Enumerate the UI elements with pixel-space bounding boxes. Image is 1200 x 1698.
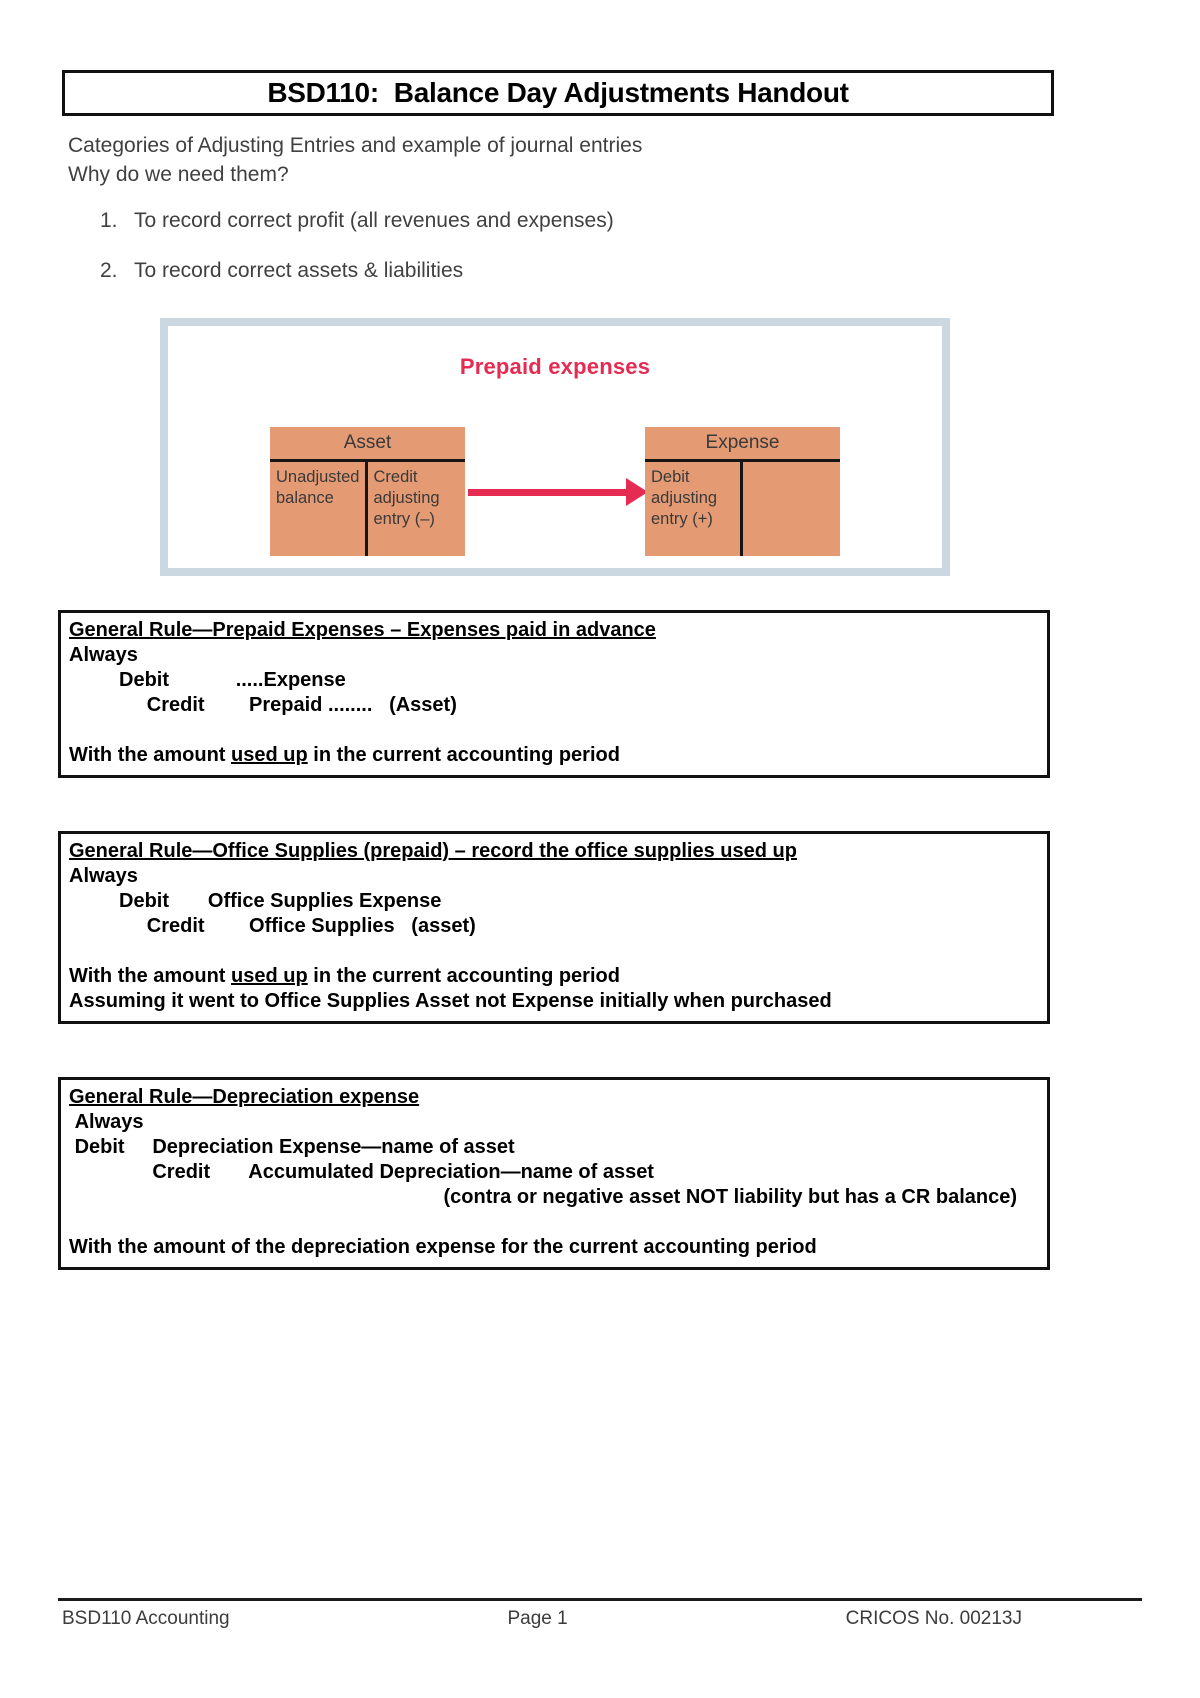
list-item-number: 2. xyxy=(100,259,118,282)
rule-line: Credit Office Supplies (asset) xyxy=(69,915,476,937)
rule-line xyxy=(69,939,1039,964)
intro-line-1: Categories of Adjusting Entries and exam… xyxy=(68,134,643,157)
rule-line: With the amount used up in the current a… xyxy=(69,744,620,766)
rule-heading: General Rule—Office Supplies (prepaid) –… xyxy=(69,840,797,862)
expense-t-account: Expense Debit adjusting entry (+) xyxy=(645,427,840,556)
list-item-number: 1. xyxy=(100,209,118,232)
adjustment-arrow xyxy=(468,478,648,506)
rule-line: Always xyxy=(69,1111,144,1133)
rule-line: With the amount of the depreciation expe… xyxy=(69,1236,817,1258)
asset-account-title: Asset xyxy=(270,427,465,462)
rule-boxes: General Rule—Prepaid Expenses – Expenses… xyxy=(58,610,1050,1323)
list-item: 2. To record correct assets & liabilities xyxy=(100,259,614,283)
rule-heading: General Rule—Depreciation expense xyxy=(69,1086,420,1108)
rule-line: Assuming it went to Office Supplies Asse… xyxy=(69,990,832,1012)
list-item-text: To record correct profit (all revenues a… xyxy=(134,209,614,232)
rule-line: Always xyxy=(69,644,138,666)
rule-box: General Rule—Prepaid Expenses – Expenses… xyxy=(58,610,1050,778)
expense-account-body: Debit adjusting entry (+) xyxy=(645,462,840,556)
intro-text: Categories of Adjusting Entries and exam… xyxy=(68,131,642,189)
rule-box: General Rule—Depreciation expense Always… xyxy=(58,1077,1050,1270)
asset-account-body: Unadjusted balance Credit adjusting entr… xyxy=(270,462,465,556)
asset-t-account: Asset Unadjusted balance Credit adjustin… xyxy=(270,427,465,556)
diagram-title: Prepaid expenses xyxy=(459,354,651,379)
arrow-head-icon xyxy=(626,478,648,506)
footer-page-number: Page 1 xyxy=(507,1608,568,1629)
rule-box: General Rule—Office Supplies (prepaid) –… xyxy=(58,831,1050,1024)
expense-account-title: Expense xyxy=(645,427,840,462)
list-item: 1. To record correct profit (all revenues… xyxy=(100,209,614,233)
rule-line: Credit Prepaid ........ (Asset) xyxy=(69,694,457,716)
rule-line: Always xyxy=(69,865,138,887)
footer-divider xyxy=(58,1598,1142,1601)
page-title-box: BSD110: Balance Day Adjustments Handout xyxy=(62,70,1054,116)
rule-heading: General Rule—Prepaid Expenses – Expenses… xyxy=(69,619,656,641)
rule-line: Credit Accumulated Depreciation—name of … xyxy=(69,1161,654,1183)
footer-cricos: CRICOS No. 00213J xyxy=(845,1608,1022,1629)
asset-debit-cell: Unadjusted balance xyxy=(270,462,368,556)
arrow-shaft xyxy=(468,489,626,496)
rule-line xyxy=(69,1210,1039,1235)
footer: BSD110 Accounting Page 1 CRICOS No. 0021… xyxy=(62,1608,1022,1630)
rule-line: Debit Depreciation Expense—name of asset xyxy=(69,1136,515,1158)
expense-credit-cell xyxy=(743,462,841,556)
footer-course: BSD110 Accounting xyxy=(62,1608,230,1629)
rule-line: Debit .....Expense xyxy=(69,669,346,691)
intro-line-2: Why do we need them? xyxy=(68,163,289,186)
diagram-panel: Prepaid expenses Asset Unadjusted balanc… xyxy=(160,318,950,576)
rule-line: Debit Office Supplies Expense xyxy=(69,890,442,912)
rule-line: (contra or negative asset NOT liability … xyxy=(443,1186,1017,1208)
list-item-text: To record correct assets & liabilities xyxy=(134,259,464,282)
page-title: BSD110: Balance Day Adjustments Handout xyxy=(267,77,849,108)
rule-line: With the amount used up in the current a… xyxy=(69,965,620,987)
asset-credit-cell: Credit adjusting entry (–) xyxy=(373,468,440,528)
expense-debit-cell: Debit adjusting entry (+) xyxy=(645,462,743,556)
numbered-list: 1. To record correct profit (all revenues… xyxy=(100,209,614,309)
rule-line xyxy=(69,718,1039,743)
